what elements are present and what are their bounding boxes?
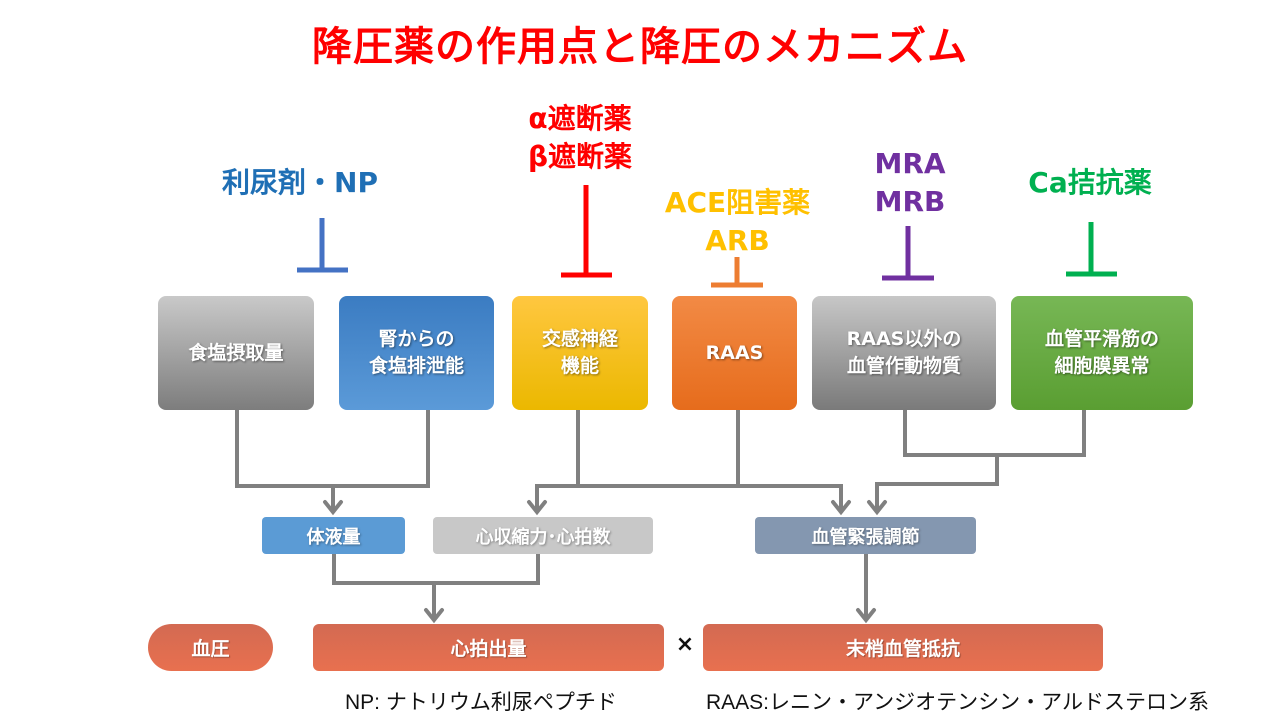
factor-raas: RAAS bbox=[672, 296, 797, 410]
blocker-diuretic-icon bbox=[297, 218, 348, 273]
flow-to-cardiac-output bbox=[332, 554, 540, 585]
flow-salt-to-volume bbox=[235, 410, 430, 488]
drug-label-ace-arb: ACE阻害薬 ARB bbox=[640, 184, 835, 260]
multiply-sign: × bbox=[675, 632, 695, 657]
drug-label-ace-inhibitor: ACE阻害薬 bbox=[664, 186, 811, 219]
flow-right-hub bbox=[875, 455, 999, 512]
drug-label-ca-antagonist: Ca拮抗薬 bbox=[1028, 166, 1152, 199]
intermediate-vascular-tone: 血管緊張調節 bbox=[755, 517, 976, 554]
footnote-np: NP: ナトリウム利尿ペプチド bbox=[345, 691, 617, 714]
page-title: 降圧薬の作用点と降圧のメカニズム bbox=[312, 24, 968, 70]
intermediate-body-fluid: 体液量 bbox=[262, 517, 405, 554]
blocker-alpha-beta-icon bbox=[561, 185, 612, 278]
factor-sympathetic-function: 交感神経 機能 bbox=[512, 296, 648, 410]
arrowhead-icon bbox=[323, 500, 343, 516]
drug-label-diuretic-np: 利尿剤・NP bbox=[222, 166, 378, 199]
intermediate-contractility-heart-rate: 心収縮力･心拍数 bbox=[433, 517, 653, 554]
blood-pressure-badge: 血圧 bbox=[148, 624, 273, 671]
peripheral-resistance-box: 末梢血管抵抗 bbox=[703, 624, 1103, 671]
drug-label-mra-mrb: MRA MRB bbox=[850, 145, 970, 221]
flow-vasoactive-smooth bbox=[903, 410, 1086, 457]
arrowhead-icon bbox=[856, 608, 876, 624]
arrowhead-icon bbox=[831, 500, 851, 516]
drug-label-mrb: MRB bbox=[874, 185, 946, 218]
drug-label-alpha-beta-blockers: α遮断薬 β遮断薬 bbox=[495, 100, 665, 176]
factor-renal-salt-excretion: 腎からの 食塩排泄能 bbox=[339, 296, 494, 410]
footnote-raas: RAAS:レニン・アンジオテンシン・アルドステロン系 bbox=[706, 691, 1209, 714]
factor-salt-intake: 食塩摂取量 bbox=[158, 296, 314, 410]
blocker-ace-arb-icon bbox=[711, 257, 763, 288]
arrowhead-icon bbox=[527, 500, 547, 516]
arrowhead-icon bbox=[424, 608, 444, 624]
blocker-mra-mrb-icon bbox=[882, 226, 934, 281]
arrowhead-icon bbox=[867, 500, 887, 516]
flow-hub-to-contractility bbox=[535, 484, 843, 512]
factor-smooth-muscle-membrane: 血管平滑筋の 細胞膜異常 bbox=[1011, 296, 1193, 410]
factor-vasoactive-substances: RAAS以外の 血管作動物質 bbox=[812, 296, 996, 410]
blocker-ca-icon bbox=[1066, 222, 1117, 277]
cardiac-output-box: 心拍出量 bbox=[313, 624, 664, 671]
drug-label-arb: ARB bbox=[705, 224, 770, 257]
drug-label-alpha-blocker: α遮断薬 bbox=[528, 102, 632, 135]
drug-label-mra: MRA bbox=[874, 147, 946, 180]
drug-label-beta-blocker: β遮断薬 bbox=[527, 140, 633, 173]
